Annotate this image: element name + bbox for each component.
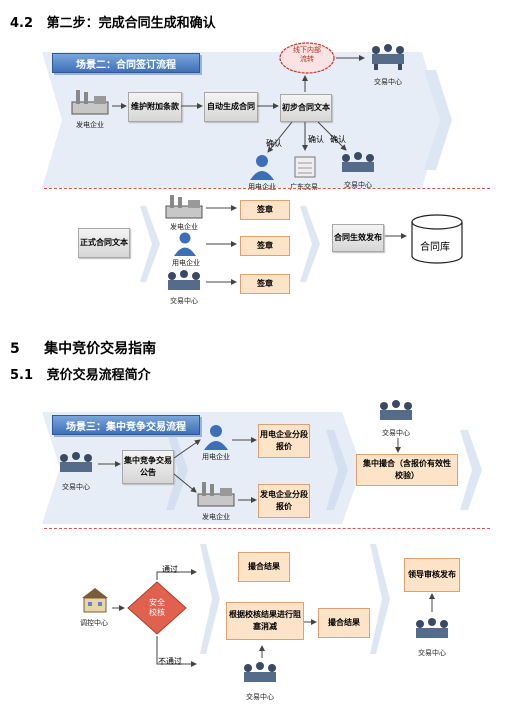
stamp-box: 签章	[240, 236, 290, 256]
exchange-center-label: 交易中心	[170, 297, 198, 305]
user-enterprise-label: 用电企业	[202, 453, 230, 461]
exchange-center-label: 交易中心	[246, 693, 274, 701]
section-heading-5: 5 集中竞价交易指南	[10, 338, 156, 358]
section-number: 5	[10, 341, 20, 357]
flow-arrow-right	[300, 206, 320, 282]
section-heading-4-2: 4.2 第二步：完成合同生成和确认	[10, 12, 216, 31]
dispatch-center-label: 调控中心	[80, 619, 108, 627]
add-terms-box: 维护附加条款	[128, 92, 182, 122]
generator-quote-box: 发电企业分段报价	[258, 484, 310, 518]
announcement-box: 集中竞争交易公告	[122, 450, 174, 484]
power-plant-label: 发电企业	[170, 223, 198, 231]
grid-company-label: 广东交易	[290, 183, 318, 191]
power-plant-icon	[71, 90, 109, 115]
user-icon	[174, 232, 196, 256]
power-plant-label: 发电企业	[76, 121, 104, 129]
exchange-center-label: 交易中心	[382, 429, 410, 437]
pass-label: 通过	[162, 565, 178, 574]
exchange-center-label: 交易中心	[344, 181, 372, 189]
flow-arrow-right	[166, 430, 188, 510]
exchange-center-label: 交易中心	[62, 483, 90, 491]
section-title: 第二步：完成合同生成和确认	[46, 16, 216, 31]
section-title: 集中竞价交易指南	[44, 341, 157, 357]
power-plant-icon	[197, 482, 235, 507]
flow-arrow-right	[460, 430, 482, 510]
meeting-table-icon	[372, 44, 404, 70]
confirm-label-left: 确认	[266, 139, 282, 148]
section-divider	[44, 188, 490, 189]
safety-check-label: 安全校核	[149, 598, 165, 617]
scene2-banner: 场景二：合同签订流程	[52, 53, 200, 73]
flow-arrow-right	[200, 544, 220, 654]
fail-label: 不通过	[158, 657, 182, 666]
contract-effective-box: 合同生效发布	[332, 224, 384, 252]
user-icon	[250, 155, 274, 180]
cloud-label: 线下内部流转	[293, 46, 321, 64]
scene3-banner: 场景三：集中竞争交易流程	[52, 415, 200, 435]
section-title: 竞价交易流程简介	[46, 368, 151, 383]
flow-arrow-right	[424, 70, 452, 170]
meeting-table-icon	[168, 270, 200, 290]
meeting-table-icon	[380, 400, 412, 420]
user-icon	[204, 425, 228, 450]
match-result-box: 撮合结果	[318, 608, 370, 638]
meeting-table-icon	[416, 618, 448, 638]
scene2-arrows	[112, 55, 365, 153]
user-enterprise-label: 用电企业	[172, 259, 200, 267]
safety-check-diamond	[127, 581, 187, 635]
section-heading-5-1: 5.1 竞价交易流程简介	[10, 364, 151, 383]
building-icon	[82, 588, 108, 613]
scene3-arrows	[98, 437, 401, 503]
congestion-reduction-box: 根据校核结果进行阻塞消减	[226, 602, 304, 640]
exchange-center-label: 交易中心	[374, 78, 402, 86]
database-icon	[411, 214, 463, 264]
meeting-table-icon	[244, 662, 276, 682]
section-number: 4.2	[10, 16, 34, 31]
stamp-box: 签章	[240, 200, 290, 220]
match-result-box: 撮合结果	[238, 552, 290, 582]
power-plant-icon	[165, 195, 203, 219]
meeting-table-icon	[60, 452, 92, 472]
power-plant-label: 发电企业	[202, 513, 230, 521]
flow-arrow-right	[140, 206, 160, 282]
user-enterprise-label: 用电企业	[248, 183, 276, 191]
auto-generate-box: 自动生成合同	[204, 92, 258, 122]
cloud-icon	[279, 42, 335, 74]
user-quote-box: 用电企业分段报价	[258, 424, 310, 458]
section-divider	[44, 528, 490, 529]
contract-repo-label: 合同库	[420, 242, 450, 253]
confirm-label-right: 确认	[330, 135, 346, 144]
flow-arrow-right	[370, 544, 390, 654]
confirm-label-mid: 确认	[308, 135, 324, 144]
server-icon	[294, 156, 316, 178]
scene2b-arrows	[206, 205, 407, 285]
stamp-box: 签章	[240, 274, 290, 294]
flow-arrow-right	[326, 430, 348, 510]
section-number: 5.1	[10, 368, 34, 383]
leader-review-box: 领导审核发布	[404, 558, 460, 592]
meeting-table-icon	[342, 152, 374, 172]
central-match-box: 集中撮合（含报价有效性校验）	[356, 454, 458, 486]
initial-contract-box: 初步合同文本	[280, 94, 332, 122]
formal-contract-box: 正式合同文本	[78, 228, 130, 258]
exchange-center-label: 交易中心	[418, 649, 446, 657]
